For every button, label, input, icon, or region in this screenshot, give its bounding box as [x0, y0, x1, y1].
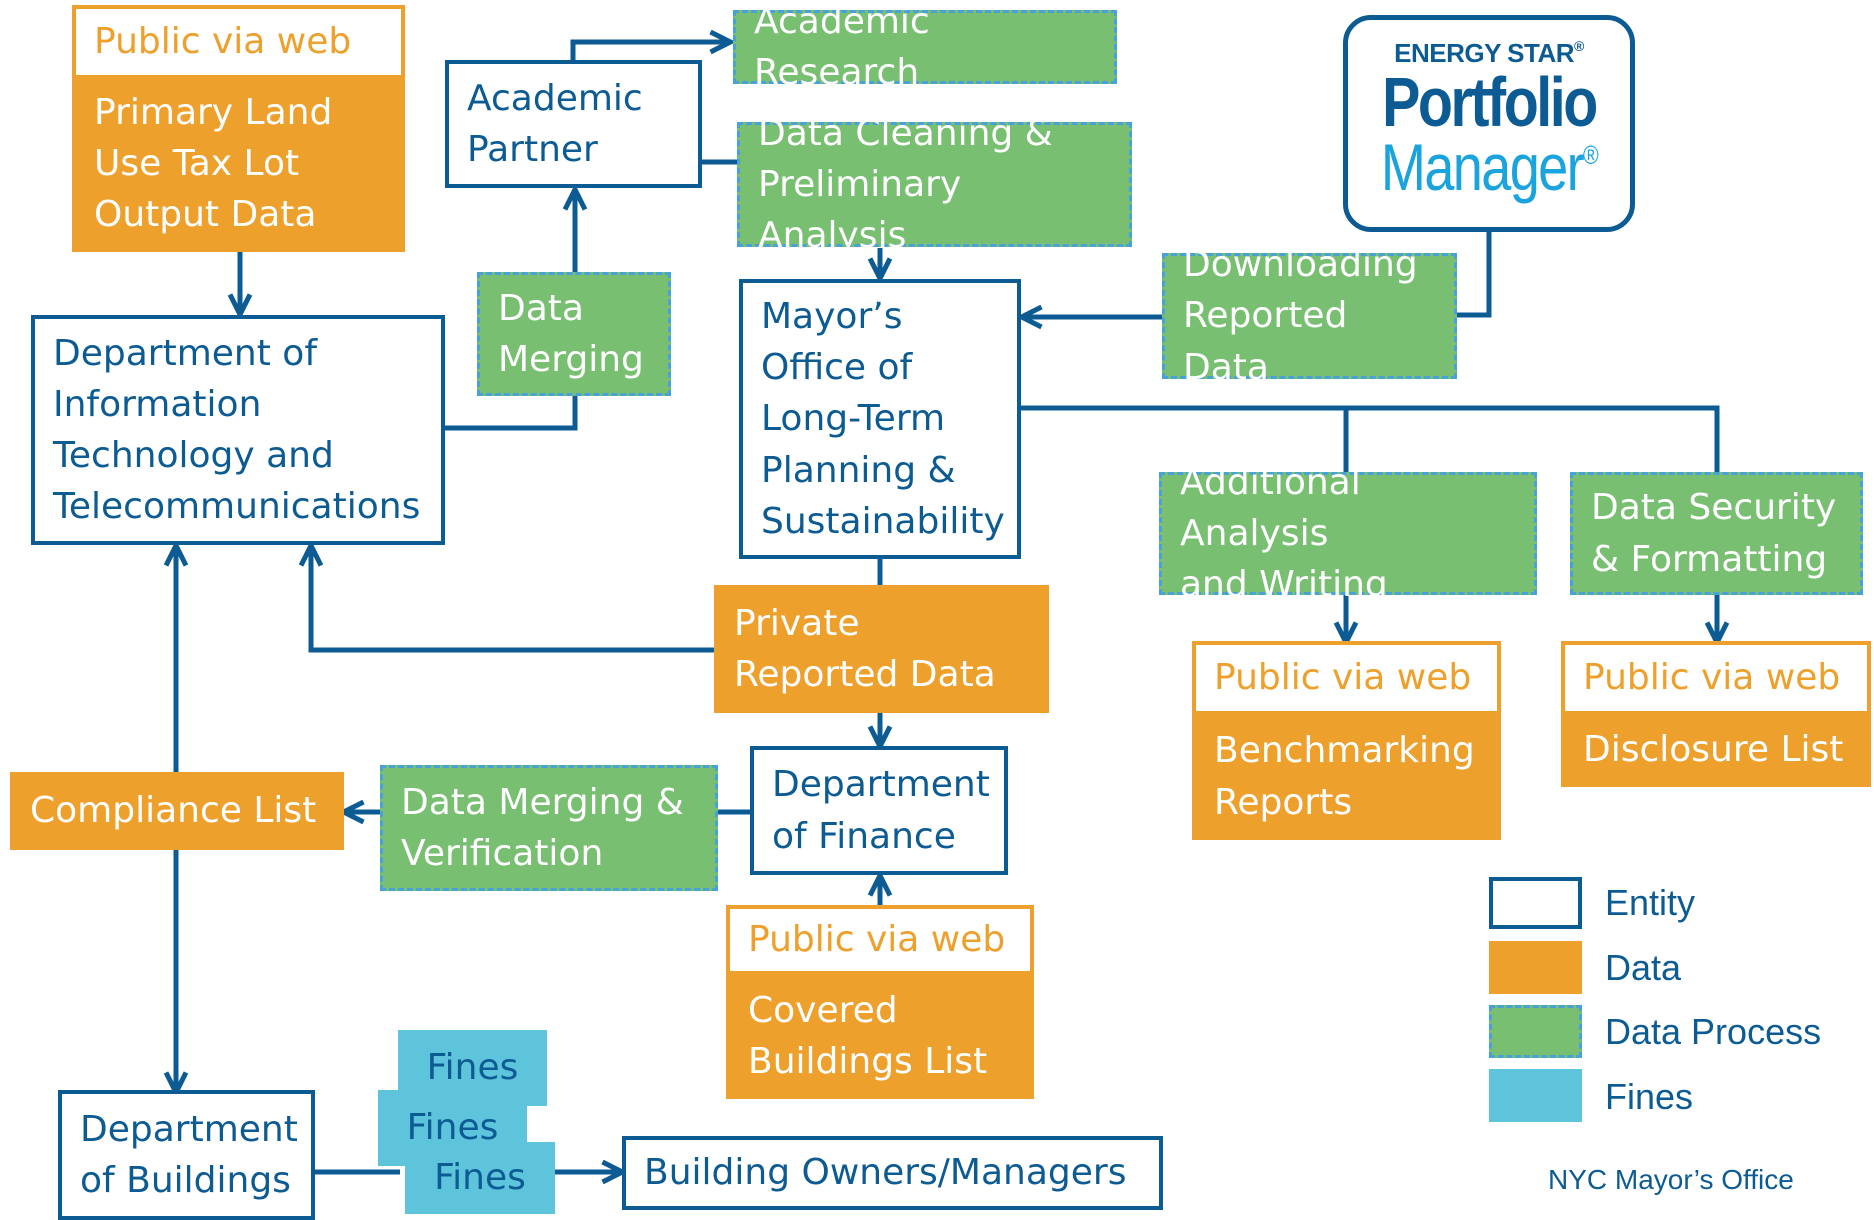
data-security-node: Data Security & Formatting: [1570, 472, 1863, 595]
academic-partner-node: Academic Partner: [445, 60, 702, 188]
land-use-data-label: Primary Land Use Tax Lot Output Data: [94, 91, 333, 236]
disclosure-list-label: Disclosure List: [1583, 729, 1844, 771]
doitt-node: Department of Information Technology and…: [31, 315, 445, 545]
portfolio-manager-logo: ENERGY STAR® Portfolio Manager®: [1343, 15, 1635, 232]
public-via-web-badge: Public via web: [730, 909, 1030, 971]
data-cleaning-node: Data Cleaning & Preliminary Analysis: [737, 113, 1132, 256]
building-owners-node: Building Owners/Managers: [622, 1136, 1163, 1210]
data-merging-node: Data Merging: [477, 272, 671, 396]
connector-pm-to-downloading: [1457, 231, 1492, 318]
public-via-web-badge: Public via web: [1565, 645, 1867, 711]
legend-label-process: Data Process: [1605, 1011, 1822, 1052]
legend-label-entity: Entity: [1605, 882, 1696, 923]
land-use-data-card: Public via web Primary Land Use Tax Lot …: [72, 5, 405, 252]
benchmarking-reports-label: Benchmarking Reports: [1214, 730, 1475, 823]
arrow-private-to-doitt: [311, 548, 715, 653]
benchmarking-reports-card: Public via web Benchmarking Reports: [1192, 641, 1501, 840]
legend-label-fines: Fines: [1605, 1076, 1694, 1117]
private-reported-data-node: Private Reported Data: [714, 585, 1049, 713]
mayors-office-node: Mayor’s Office of Long-Term Planning & S…: [739, 279, 1021, 559]
legend-swatch-data: [1489, 941, 1582, 994]
legend-swatch-entity: [1489, 877, 1582, 929]
legend-swatch-fines: [1489, 1069, 1582, 1122]
downloading-node: Downloading Reported Data: [1162, 244, 1457, 388]
merging-verification-node: Data Merging & Verification: [380, 765, 718, 891]
fines-card: Fines: [405, 1142, 555, 1214]
public-via-web-badge: Public via web: [1196, 645, 1497, 711]
dept-buildings-node: Department of Buildings: [58, 1090, 315, 1220]
arrow-partner-to-research: [570, 42, 728, 62]
legend-label-data: Data: [1605, 947, 1682, 988]
connector-doitt-to-merging: [445, 395, 578, 431]
public-via-web-badge: Public via web: [76, 9, 401, 75]
compliance-list-node: Compliance List: [10, 772, 344, 850]
credit-text: NYC Mayor’s Office: [1548, 1164, 1794, 1195]
covered-buildings-card: Public via web Covered Buildings List: [726, 905, 1034, 1099]
additional-analysis-node: Additional Analysis and Writing: [1159, 462, 1537, 605]
connector-mayors-branch: [1019, 405, 1720, 472]
disclosure-list-card: Public via web Disclosure List: [1561, 641, 1871, 787]
dept-finance-node: Department of Finance: [750, 746, 1008, 875]
academic-research-node: Academic Research: [733, 1, 1117, 93]
covered-buildings-label: Covered Buildings List: [748, 989, 988, 1082]
legend-swatch-process: [1489, 1005, 1582, 1058]
